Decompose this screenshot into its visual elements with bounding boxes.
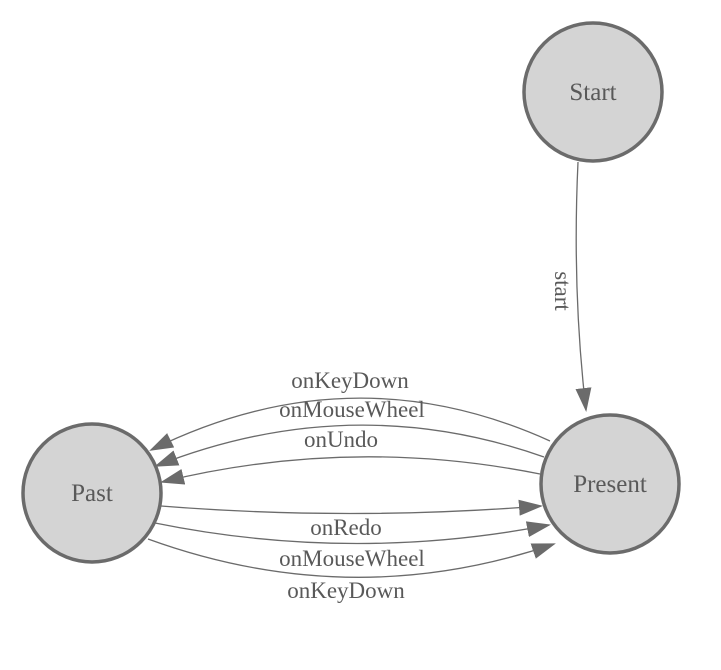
transition-present-to-past-onmousewheel[interactable]: onMouseWheel [154,397,545,467]
state-node-present[interactable]: Present [539,413,681,555]
transition-label-onkeydown-top: onKeyDown [291,368,409,393]
transition-label-start: start [550,271,575,311]
state-circle-past[interactable] [21,422,163,564]
transition-present-to-past-onundo[interactable]: onUndo [160,427,541,485]
transition-edge-past-to-present-3[interactable] [147,538,556,578]
state-node-start[interactable]: Start [522,21,664,163]
state-label-start: Start [569,79,616,106]
transition-label-onmousewheel-top: onMouseWheel [279,397,425,422]
transition-label-onmousewheel-bottom: onMouseWheel [279,546,425,571]
transition-past-to-present-onredo[interactable]: onRedo [160,499,543,540]
transition-edge-present-to-past-1[interactable] [149,397,551,451]
transition-edge-past-to-present-1[interactable] [160,499,543,516]
state-circle-start[interactable] [522,21,664,163]
transition-present-to-past-onkeydown[interactable]: onKeyDown [149,368,551,451]
transition-label-onkeydown-bottom: onKeyDown [287,578,405,603]
transition-edge-present-to-past-2[interactable] [154,424,545,467]
transition-start-to-present[interactable]: start [550,161,592,412]
state-label-present: Present [573,471,647,498]
transition-edge-past-to-present-2[interactable] [154,521,551,545]
transition-past-to-present-onmousewheel[interactable]: onMouseWheel [154,521,551,571]
state-circle-present[interactable] [539,413,681,555]
transition-label-onundo: onUndo [304,427,378,452]
transition-past-to-present-onkeydown[interactable]: onKeyDown [147,538,556,603]
state-node-past[interactable]: Past [21,422,163,564]
transition-edge-start-to-present[interactable] [575,161,592,412]
transition-label-onredo: onRedo [310,515,382,540]
transition-edge-present-to-past-3[interactable] [160,456,541,485]
state-label-past: Past [71,480,113,507]
